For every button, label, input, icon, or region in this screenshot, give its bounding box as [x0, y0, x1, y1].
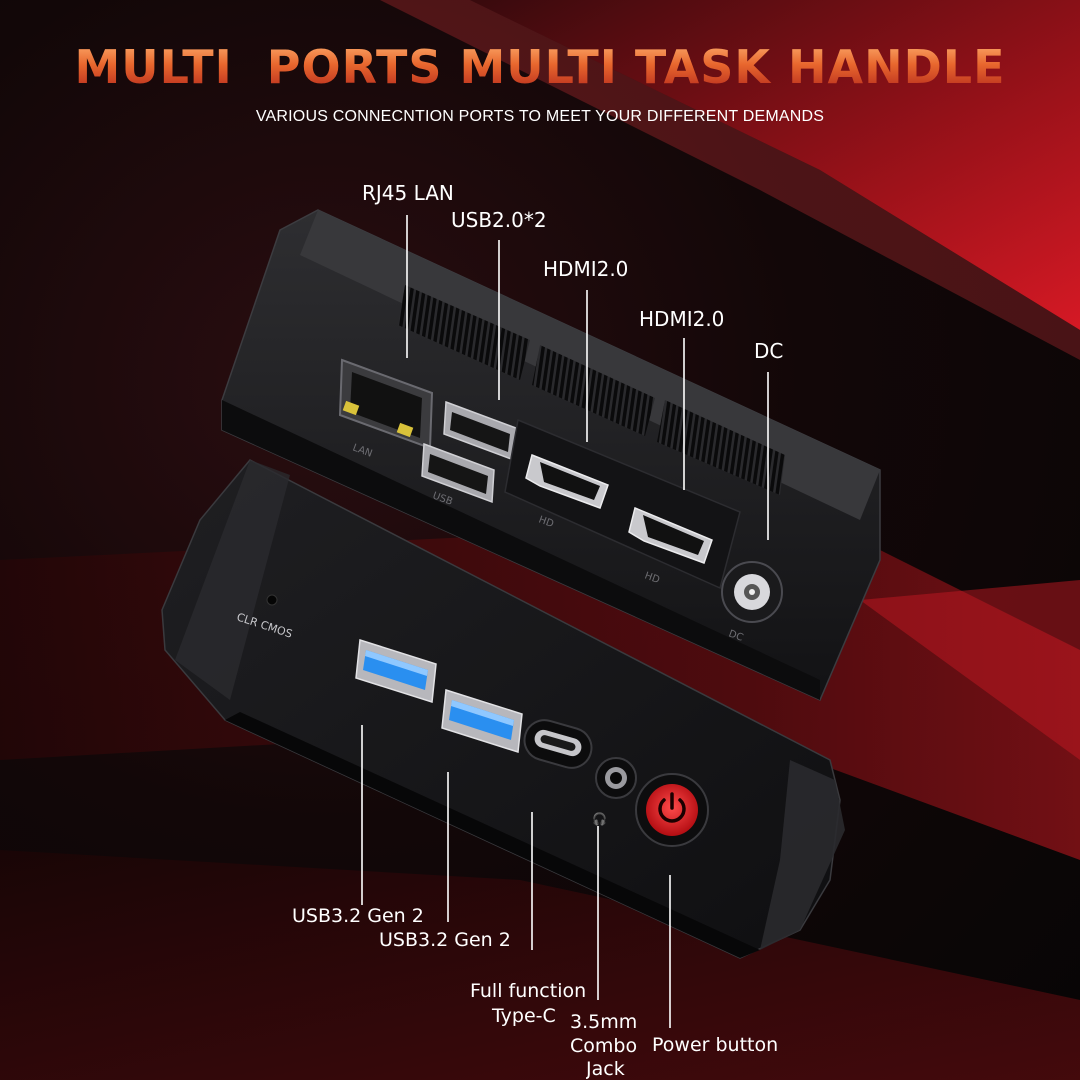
- engraved-dc: DC: [727, 628, 745, 643]
- front-panel-device: CLR CMOS 🎧: [161, 459, 845, 959]
- headphone-icon: 🎧: [592, 812, 607, 826]
- callout-typec-line1: Full function: [470, 980, 587, 1002]
- callout-usb32-a: USB3.2 Gen 2: [292, 905, 424, 927]
- callout-usb32-b: USB3.2 Gen 2: [379, 929, 511, 951]
- callout-typec-line2: Type-C: [492, 1005, 556, 1027]
- power-button: [635, 773, 709, 847]
- clr-cmos-hole: [266, 594, 278, 606]
- lan-port: [338, 358, 434, 450]
- engraved-hd-a: HD: [537, 514, 555, 530]
- hdmi-port-b: [628, 506, 713, 564]
- hdmi-port-a: [525, 453, 609, 509]
- subheadline: VARIOUS CONNECNTION PORTS TO MEET YOUR D…: [255, 108, 825, 125]
- usb3-port-a: [355, 639, 437, 703]
- audio-jack: 🎧: [592, 757, 637, 826]
- callout-power-button: Power button: [652, 1034, 779, 1056]
- callout-dc: DC: [754, 339, 784, 363]
- dc-port: [721, 561, 783, 623]
- callout-hdmi-a: HDMI2.0: [543, 257, 629, 281]
- back-panel-device: LAN USB HD HD DC: [221, 209, 881, 701]
- back-vents: [398, 285, 785, 495]
- engraved-hd-b: HD: [643, 570, 661, 586]
- callout-hdmi-b: HDMI2.0: [639, 307, 725, 331]
- power-icon: [658, 798, 686, 823]
- usb2-ports: [421, 400, 517, 504]
- callout-jack-line2: Combo: [570, 1035, 638, 1057]
- typec-port: [523, 719, 593, 769]
- callout-rj45-lan: RJ45 LAN: [362, 181, 454, 205]
- leader-lines: [361, 215, 769, 1028]
- callout-usb2: USB2.0*2: [451, 208, 547, 232]
- callout-jack-line1: 3.5mm: [570, 1011, 638, 1033]
- callout-jack-line3: Jack: [586, 1058, 625, 1080]
- headline: MULTI PORTS MULTI TASK HANDLE: [0, 40, 1080, 94]
- usb3-port-b: [441, 689, 523, 753]
